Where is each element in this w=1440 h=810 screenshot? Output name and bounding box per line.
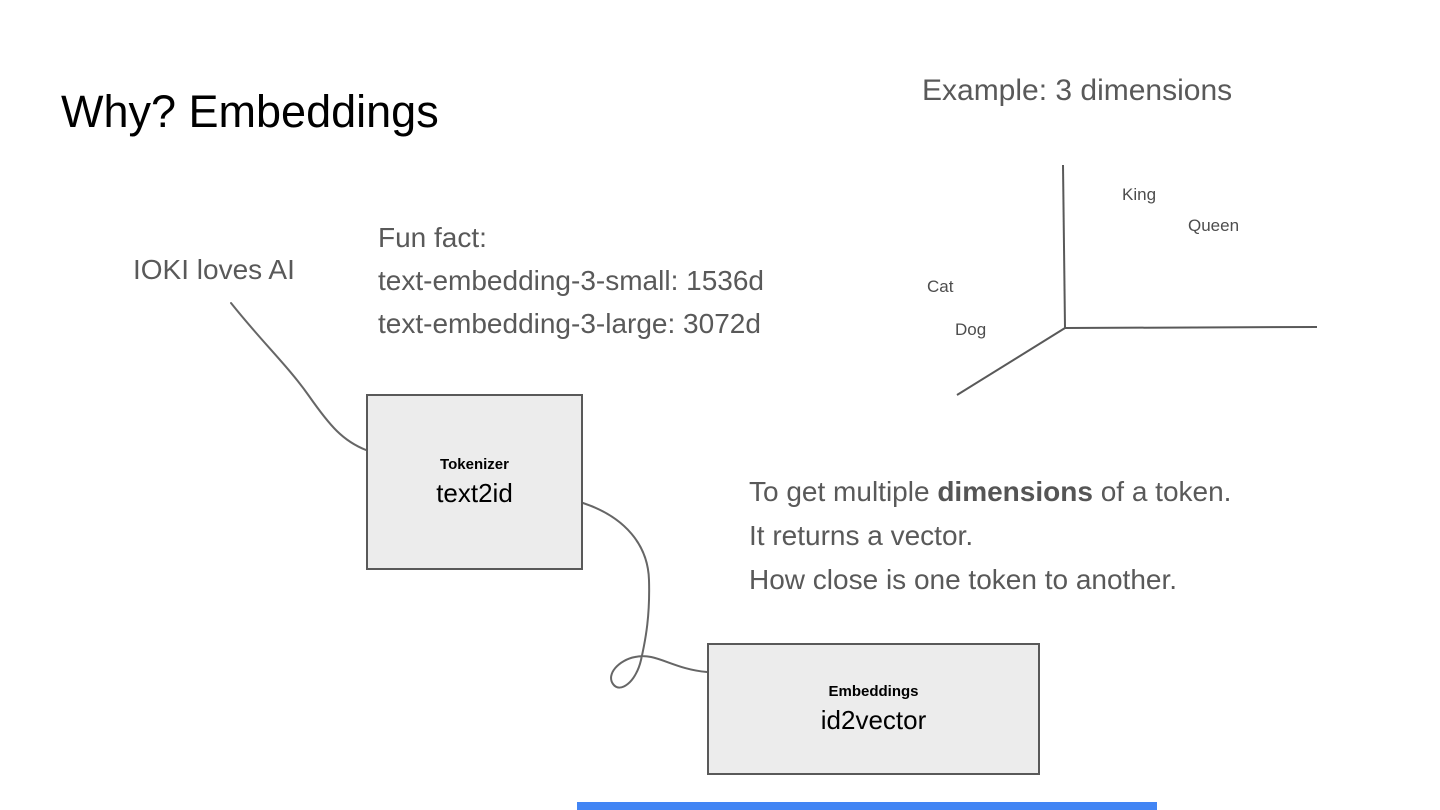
description-bold-dimensions: dimensions [937,476,1093,507]
axis-x-line [1064,326,1318,329]
example-heading: Example: 3 dimensions [922,74,1233,107]
connector-ioki-to-tokenizer [230,302,367,451]
tokenizer-box-title: Tokenizer [440,455,509,473]
embeddings-box-title: Embeddings [828,682,919,700]
fun-fact-line-3: text-embedding-3-large: 3072d [378,308,761,339]
axis-point-label-cat: Cat [927,277,954,296]
fun-fact-line-1: Fun fact: [378,222,487,253]
description-line-3: How close is one token to another. [749,564,1178,595]
bottom-progress-bar[interactable] [577,802,1157,810]
axis-point-label-queen: Queen [1188,216,1240,235]
axis-point-label-dog: Dog [955,320,987,339]
description-block: To get multiple dimensions of a token. I… [749,470,1231,602]
axis-y-line [1062,164,1066,329]
ioki-label: IOKI loves AI [133,254,295,285]
axis-z-line [956,327,1066,396]
axis-point-label-king: King [1122,185,1157,204]
tokenizer-box[interactable]: Tokenizer text2id [366,394,583,570]
description-line-2: It returns a vector. [749,520,974,551]
embeddings-box[interactable]: Embeddings id2vector [707,643,1040,775]
connector-tokenizer-to-embeddings [582,502,708,689]
page-title: Why? Embeddings [61,86,439,137]
tokenizer-box-sublabel: text2id [436,477,513,508]
description-line-1: To get multiple dimensions of a token. [749,476,1232,507]
embeddings-box-sublabel: id2vector [820,704,927,735]
fun-fact-line-2: text-embedding-3-small: 1536d [378,265,764,296]
fun-fact-block: Fun fact: text-embedding-3-small: 1536d … [378,216,764,345]
